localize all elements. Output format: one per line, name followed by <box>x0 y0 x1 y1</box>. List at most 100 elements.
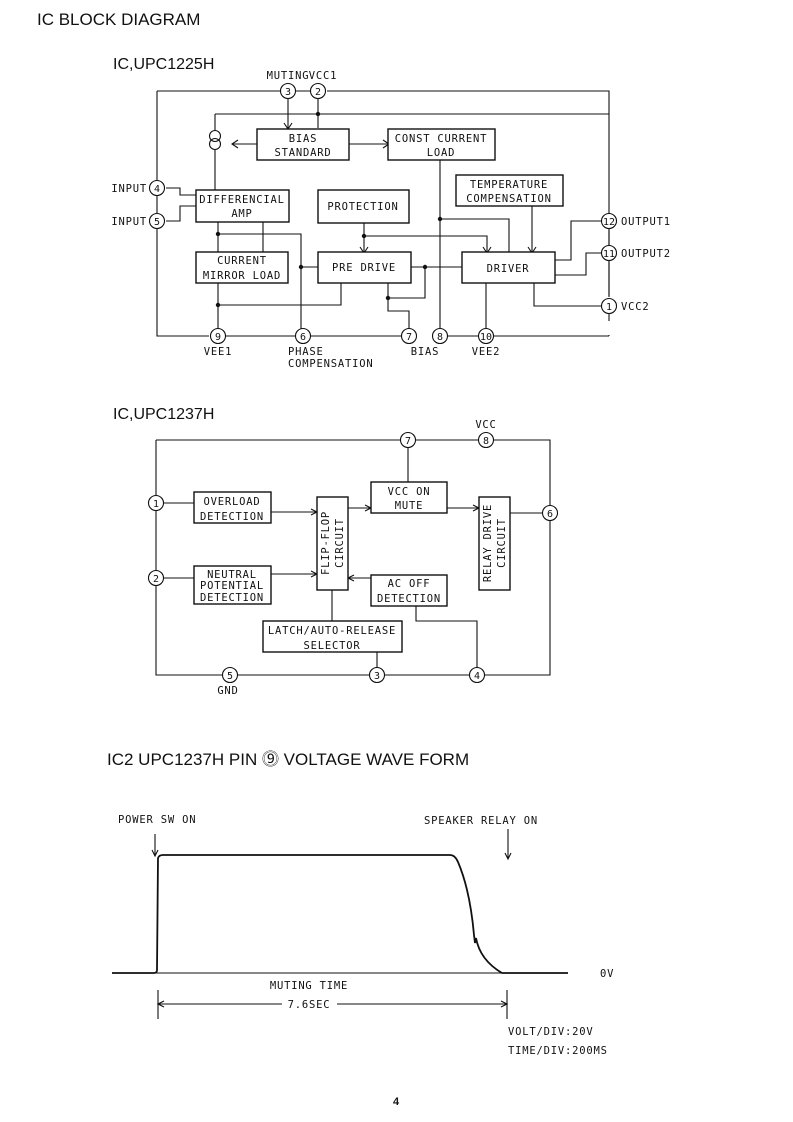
ic2-pin-5: 5 <box>221 666 239 684</box>
volt-div-label: VOLT/DIV:20V <box>508 1026 593 1038</box>
diff-amp-line1: DIFFERENCIAL <box>199 194 284 206</box>
block-differencial-amp <box>195 189 290 223</box>
ic1-title: IC,UPC1225H <box>113 56 215 73</box>
pre-drive-label: PRE DRIVE <box>332 262 396 274</box>
ic2-pin-2: 2 <box>147 569 165 587</box>
muting-time-label: MUTING TIME <box>270 980 348 992</box>
speaker-relay-arrow <box>504 829 512 861</box>
svg-text:5: 5 <box>154 217 160 228</box>
temp-comp-line2: COMPENSATION <box>466 193 551 205</box>
pin1-label: VCC2 <box>621 301 650 313</box>
ic2-pin-8: 8 <box>477 431 495 449</box>
svg-text:3: 3 <box>285 87 291 98</box>
pin9-label: VEE1 <box>204 346 233 358</box>
ic1-pin-1: 1 <box>600 297 618 315</box>
svg-text:5: 5 <box>227 671 233 682</box>
speaker-relay-on-label: SPEAKER RELAY ON <box>424 815 538 827</box>
block-current-mirror-load <box>195 251 289 284</box>
ic1-pin-6: 6 <box>294 327 312 345</box>
svg-text:7: 7 <box>405 436 411 447</box>
ic2-pin-7: 7 <box>399 431 417 449</box>
overload-line1: OVERLOAD <box>204 496 261 508</box>
zero-volt-label: 0V <box>600 968 614 980</box>
block-flip-flop-circuit <box>316 496 349 591</box>
vcc-on-mute-line2: MUTE <box>395 500 424 512</box>
svg-text:1: 1 <box>606 302 612 313</box>
ic2-pin-1: 1 <box>147 494 165 512</box>
relay-drive-line1: RELAY DRIVE <box>482 504 494 582</box>
svg-text:6: 6 <box>547 509 553 520</box>
ic2-pin5-label: GND <box>217 685 238 697</box>
neutral-line2: POTENTIAL <box>200 580 264 592</box>
vcc-on-mute-line1: VCC ON <box>388 486 431 498</box>
pin8-label: BIAS <box>411 346 440 358</box>
neutral-line3: DETECTION <box>200 592 264 604</box>
latch-line2: SELECTOR <box>304 640 361 652</box>
ic1-pin-12: 12 <box>600 212 618 230</box>
muting-time-value: 7.6SEC <box>288 999 331 1011</box>
block-relay-drive-circuit <box>478 496 511 591</box>
waveform-title: IC2 UPC1237H PIN ⓽ VOLTAGE WAVE FORM <box>107 750 470 769</box>
ic1-frame <box>156 90 610 337</box>
block-latch-selector <box>262 620 403 653</box>
flip-flop-line1: FLIP-FLOP <box>320 511 332 575</box>
flip-flop-line2: CIRCUIT <box>334 518 346 568</box>
svg-text:9: 9 <box>215 332 221 343</box>
pin3-label: MUTING <box>267 70 310 82</box>
temp-comp-line1: TEMPERATURE <box>470 179 548 191</box>
ic2-pin8-label: VCC <box>475 419 496 431</box>
ic1-pin-5: 5 <box>148 212 166 230</box>
ic1-pin-2: 2 <box>309 82 327 100</box>
ic2-pin-3: 3 <box>368 666 386 684</box>
neutral-line1: NEUTRAL <box>207 569 257 581</box>
voltage-waveform <box>112 854 568 974</box>
bias-standard-line2: STANDARD <box>275 147 332 159</box>
block-temperature-compensation <box>455 174 564 207</box>
block-const-current-load <box>387 128 496 161</box>
ic1-pin-9: 9 <box>209 327 227 345</box>
latch-line1: LATCH/AUTO-RELEASE <box>268 625 396 637</box>
ic1-pin-3: 3 <box>279 82 297 100</box>
pin11-label: OUTPUT2 <box>621 248 671 260</box>
block-pre-drive <box>317 251 412 284</box>
svg-text:12: 12 <box>603 217 615 228</box>
block-overload-detection <box>193 491 272 524</box>
svg-text:8: 8 <box>483 436 489 447</box>
block-neutral-potential-detection <box>193 565 272 605</box>
ic1-pin-8: 8 <box>431 327 449 345</box>
pin6-label-line2: COMPENSATION <box>288 358 373 370</box>
ac-off-line1: AC OFF <box>388 578 431 590</box>
block-driver <box>461 251 556 284</box>
pin4-label: INPUT <box>111 183 147 195</box>
ic1-pin-10: 10 <box>477 327 495 345</box>
const-current-line2: LOAD <box>427 147 456 159</box>
ic2-pin-6: 6 <box>541 504 559 522</box>
svg-text:7: 7 <box>406 332 412 343</box>
ic2-pin-4: 4 <box>468 666 486 684</box>
block-protection <box>317 189 410 224</box>
relay-drive-line2: CIRCUIT <box>496 518 508 568</box>
current-mirror-line1: CURRENT <box>217 255 267 267</box>
ic2-title: IC,UPC1237H <box>113 406 215 423</box>
time-div-label: TIME/DIV:200MS <box>508 1045 608 1057</box>
svg-text:1: 1 <box>153 499 159 510</box>
driver-label: DRIVER <box>487 263 530 275</box>
bias-standard-line1: BIAS <box>289 133 318 145</box>
svg-text:4: 4 <box>154 184 160 195</box>
power-sw-on-label: POWER SW ON <box>118 814 196 826</box>
svg-text:3: 3 <box>374 671 380 682</box>
overload-line2: DETECTION <box>200 511 264 523</box>
protection-label: PROTECTION <box>327 201 398 213</box>
diff-amp-line2: AMP <box>231 208 252 220</box>
block-bias-standard <box>256 128 350 161</box>
svg-text:2: 2 <box>153 574 159 585</box>
svg-text:4: 4 <box>474 671 480 682</box>
power-sw-on-arrow <box>151 834 159 858</box>
pin2-label: VCC1 <box>309 70 338 82</box>
svg-text:6: 6 <box>300 332 306 343</box>
current-mirror-line2: MIRROR LOAD <box>203 270 281 282</box>
page-number: 4 <box>393 1096 400 1108</box>
